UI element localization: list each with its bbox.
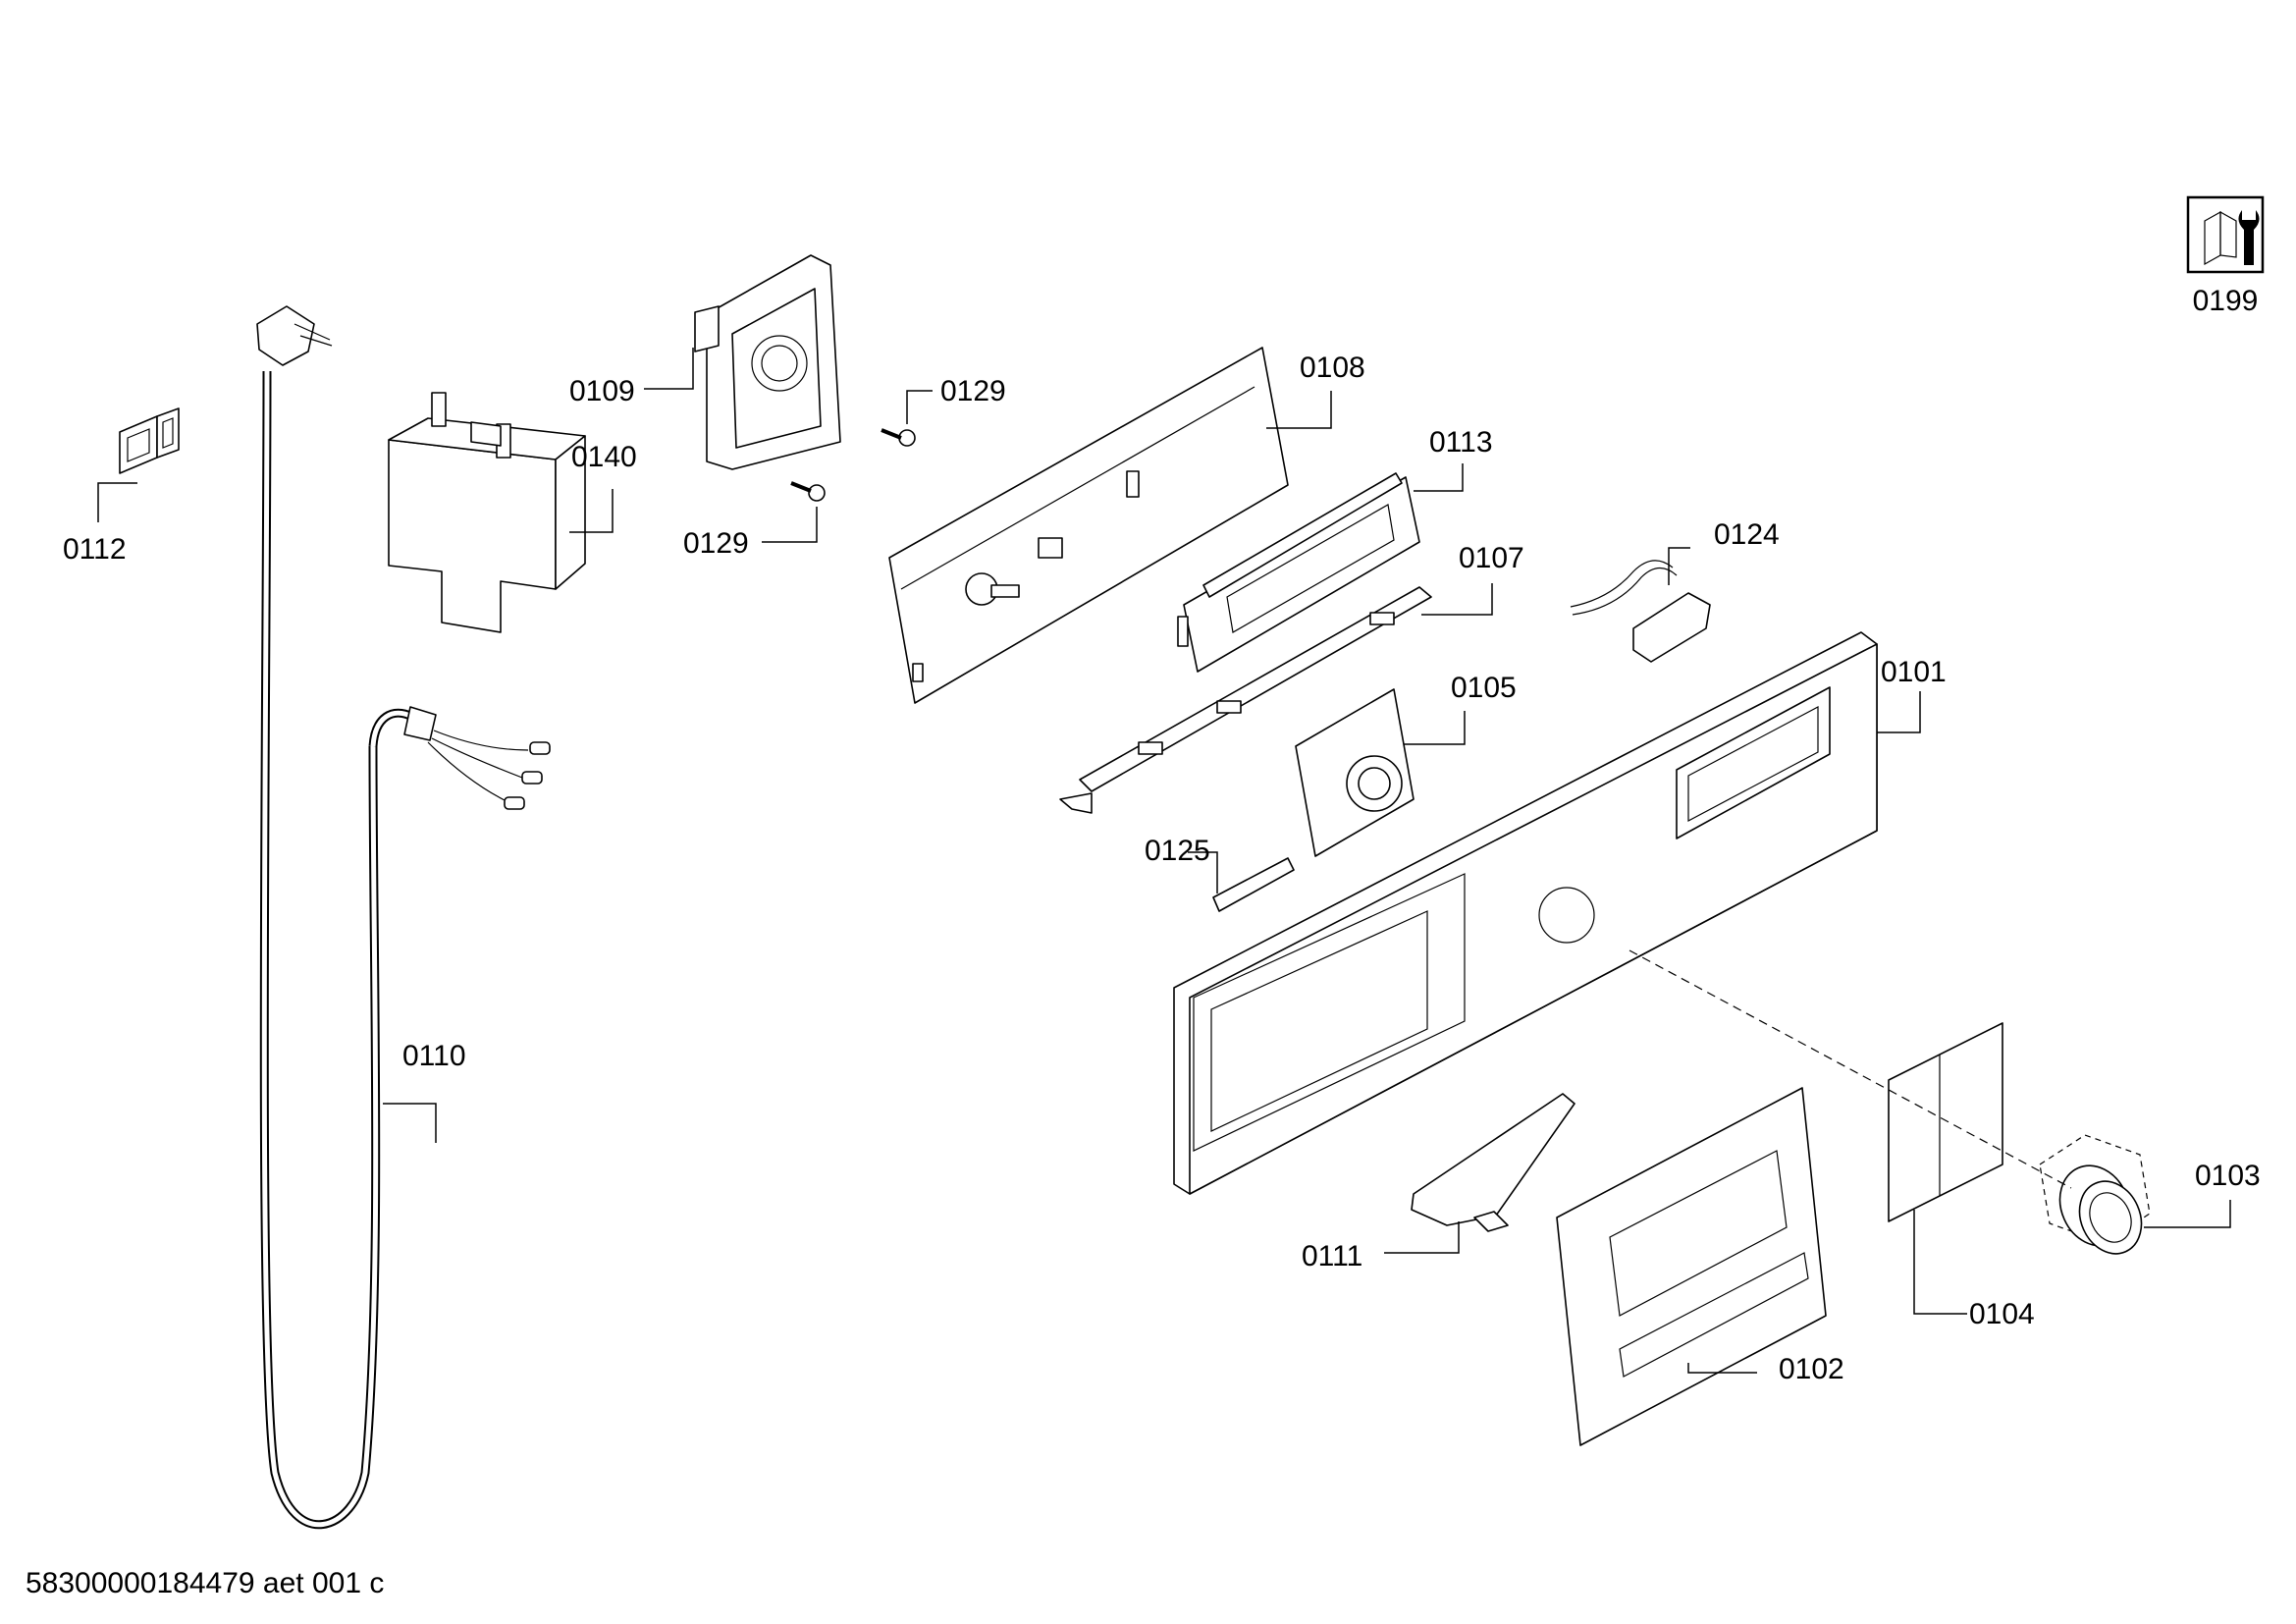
part-0125-small-board [1188,851,1295,912]
callout-0101: 0101 [1881,656,1947,688]
callout-0140: 0140 [571,441,637,473]
callout-0102: 0102 [1779,1353,1844,1385]
part-0105-selector-module [1295,688,1466,857]
tool-icon-box: 0199 [2186,195,2265,317]
callout-0125: 0125 [1145,835,1210,867]
callout-0113: 0113 [1429,426,1493,459]
assembly-axis-line [1629,949,2072,1189]
callout-0129-bottom: 0129 [683,527,749,560]
part-0113-display-module [1177,463,1464,673]
part-0110-power-cable [256,305,551,1530]
callout-0112: 0112 [63,533,127,566]
part-0140-filter-box [388,392,614,633]
part-0112-clip [97,407,180,522]
part-0111-holder [1384,1093,1575,1254]
callout-labels: 0112 0140 0109 0129 0129 0108 0113 0124 … [63,352,2261,1385]
callout-0104: 0104 [1969,1298,2035,1330]
document-id: 58300000184479 aet 001 c [26,1567,384,1599]
part-0102-drawer-handle [1556,1087,1827,1446]
part-0124-sensor [1570,547,1711,663]
part-0109-bracket [644,254,841,470]
callout-0105: 0105 [1451,672,1517,704]
part-0129-screws [762,390,933,543]
callout-0110: 0110 [402,1040,466,1072]
part-0107-light-guide [1059,583,1493,814]
callout-0111: 0111 [1302,1240,1362,1272]
callout-0124: 0124 [1714,518,1780,551]
part-0104-label [1888,1022,2003,1315]
callout-0129-top: 0129 [940,375,1006,407]
callout-0108: 0108 [1300,352,1365,384]
callout-0109: 0109 [569,375,635,407]
tool-icon-label: 0199 [2193,285,2259,317]
part-0101-front-panel [1173,631,1921,1195]
part-0108-main-pcb [888,347,1332,704]
callout-0107: 0107 [1459,542,1524,574]
part-0103-knob [2039,1134,2231,1255]
callout-0103: 0103 [2195,1160,2261,1192]
